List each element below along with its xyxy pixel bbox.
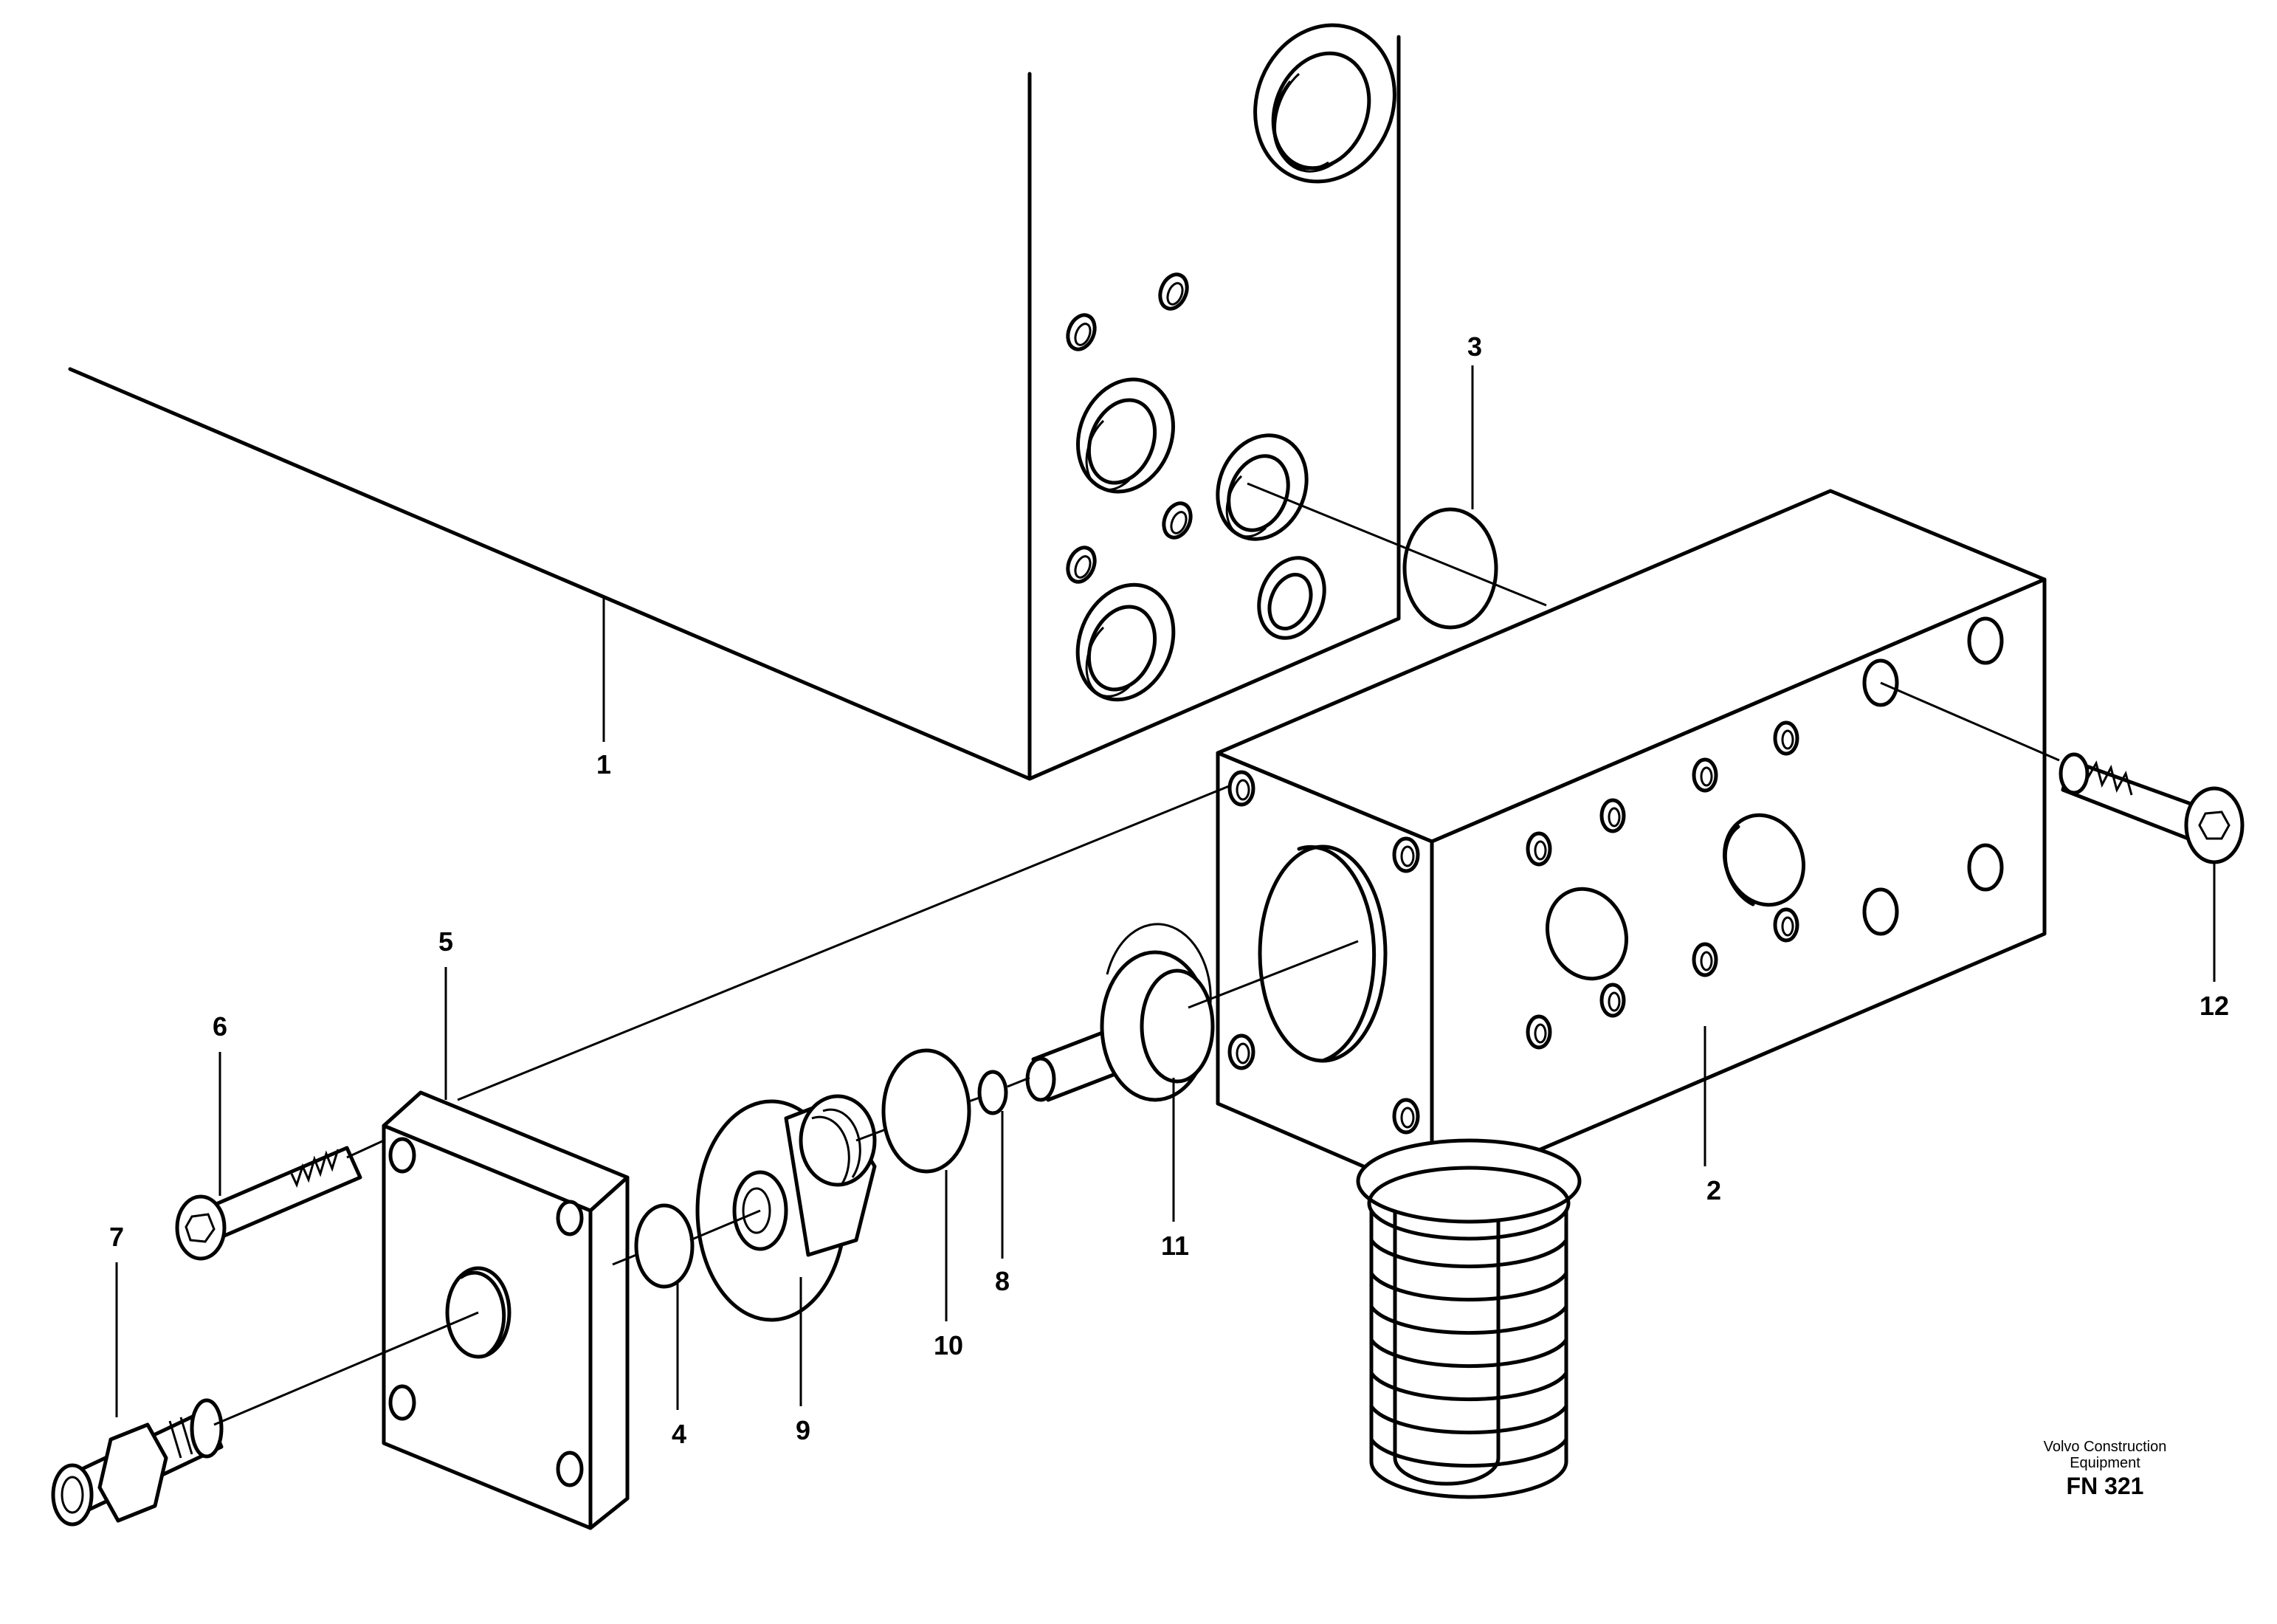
threaded-port (1253, 23, 1396, 184)
figure-footer: Volvo Construction Equipment FN 321 (2044, 1439, 2167, 1499)
figure-code: FN 321 (2067, 1473, 2144, 1499)
o-ring-part-8 (977, 1070, 1008, 1115)
callout-7: 7 (109, 1222, 124, 1252)
block-port (1545, 887, 1629, 981)
o-ring-part-3 (1402, 507, 1498, 630)
brand-line-1: Volvo Construction (2044, 1439, 2167, 1455)
bolt-hole (1066, 313, 1097, 351)
bolt-hole (388, 1137, 416, 1174)
bolt-hole (1227, 1033, 1255, 1070)
bolt-hole (1773, 720, 1799, 756)
bolt-hole (1392, 1098, 1420, 1135)
o-ring-part-4 (634, 1203, 695, 1289)
callout-6: 6 (213, 1011, 227, 1042)
bolt-hole (1162, 501, 1193, 540)
bolt-hole (1392, 836, 1420, 873)
bolt-hole (556, 1200, 584, 1236)
bolt-hole (1599, 798, 1626, 833)
mounting-hole (1967, 843, 2004, 892)
valve-piston-part-11 (1025, 923, 1215, 1102)
threaded-port (1075, 582, 1176, 702)
callout-12: 12 (2200, 991, 2229, 1021)
brand-line-2: Equipment (2070, 1455, 2140, 1471)
block-port (1258, 844, 1388, 1063)
threaded-port (1257, 556, 1326, 640)
callout-5: 5 (438, 926, 453, 957)
valve-block-part-2 (1216, 489, 2047, 1499)
bolt-hole (1227, 770, 1255, 807)
bolt-hole (556, 1451, 584, 1487)
screw-part-6 (175, 1146, 362, 1261)
threaded-spigot (1356, 1138, 1582, 1499)
callout-10: 10 (934, 1330, 963, 1360)
bolt-hole (1692, 757, 1718, 793)
bolt-hole (1526, 831, 1552, 867)
bolt-hole (388, 1384, 416, 1421)
bolt-hole (1773, 907, 1799, 943)
bolt-hole (1158, 272, 1189, 311)
bolt-hole (1526, 1014, 1552, 1050)
callout-4: 4 (672, 1419, 686, 1449)
bolt-hole (1692, 942, 1718, 977)
mounting-hole (1862, 887, 1899, 936)
callout-3: 3 (1467, 331, 1482, 362)
mounting-hole (1967, 616, 2004, 665)
assembly-axis-lines (213, 482, 2060, 1426)
callout-labels: 1 2 3 4 5 6 7 8 9 10 11 12 (109, 331, 2229, 1449)
valve-seat-part-9 (695, 1094, 877, 1322)
screw-part-12 (2059, 752, 2245, 864)
threaded-port (1076, 377, 1175, 494)
o-ring-part-10 (881, 1048, 971, 1174)
callout-8: 8 (995, 1266, 1010, 1296)
callout-2: 2 (1706, 1175, 1721, 1205)
callout-9: 9 (796, 1415, 810, 1445)
callout-1: 1 (596, 749, 611, 780)
threaded-port (1216, 433, 1309, 541)
cover-plate-part-5 (382, 1090, 630, 1530)
valve-housing-part-1 (68, 23, 1401, 781)
nipple-part-7 (51, 1398, 224, 1527)
block-port (1722, 813, 1806, 907)
bolt-hole (1599, 983, 1626, 1018)
bolt-hole (1066, 546, 1097, 584)
callout-leaders (115, 365, 2216, 1417)
callout-11: 11 (1161, 1231, 1189, 1261)
